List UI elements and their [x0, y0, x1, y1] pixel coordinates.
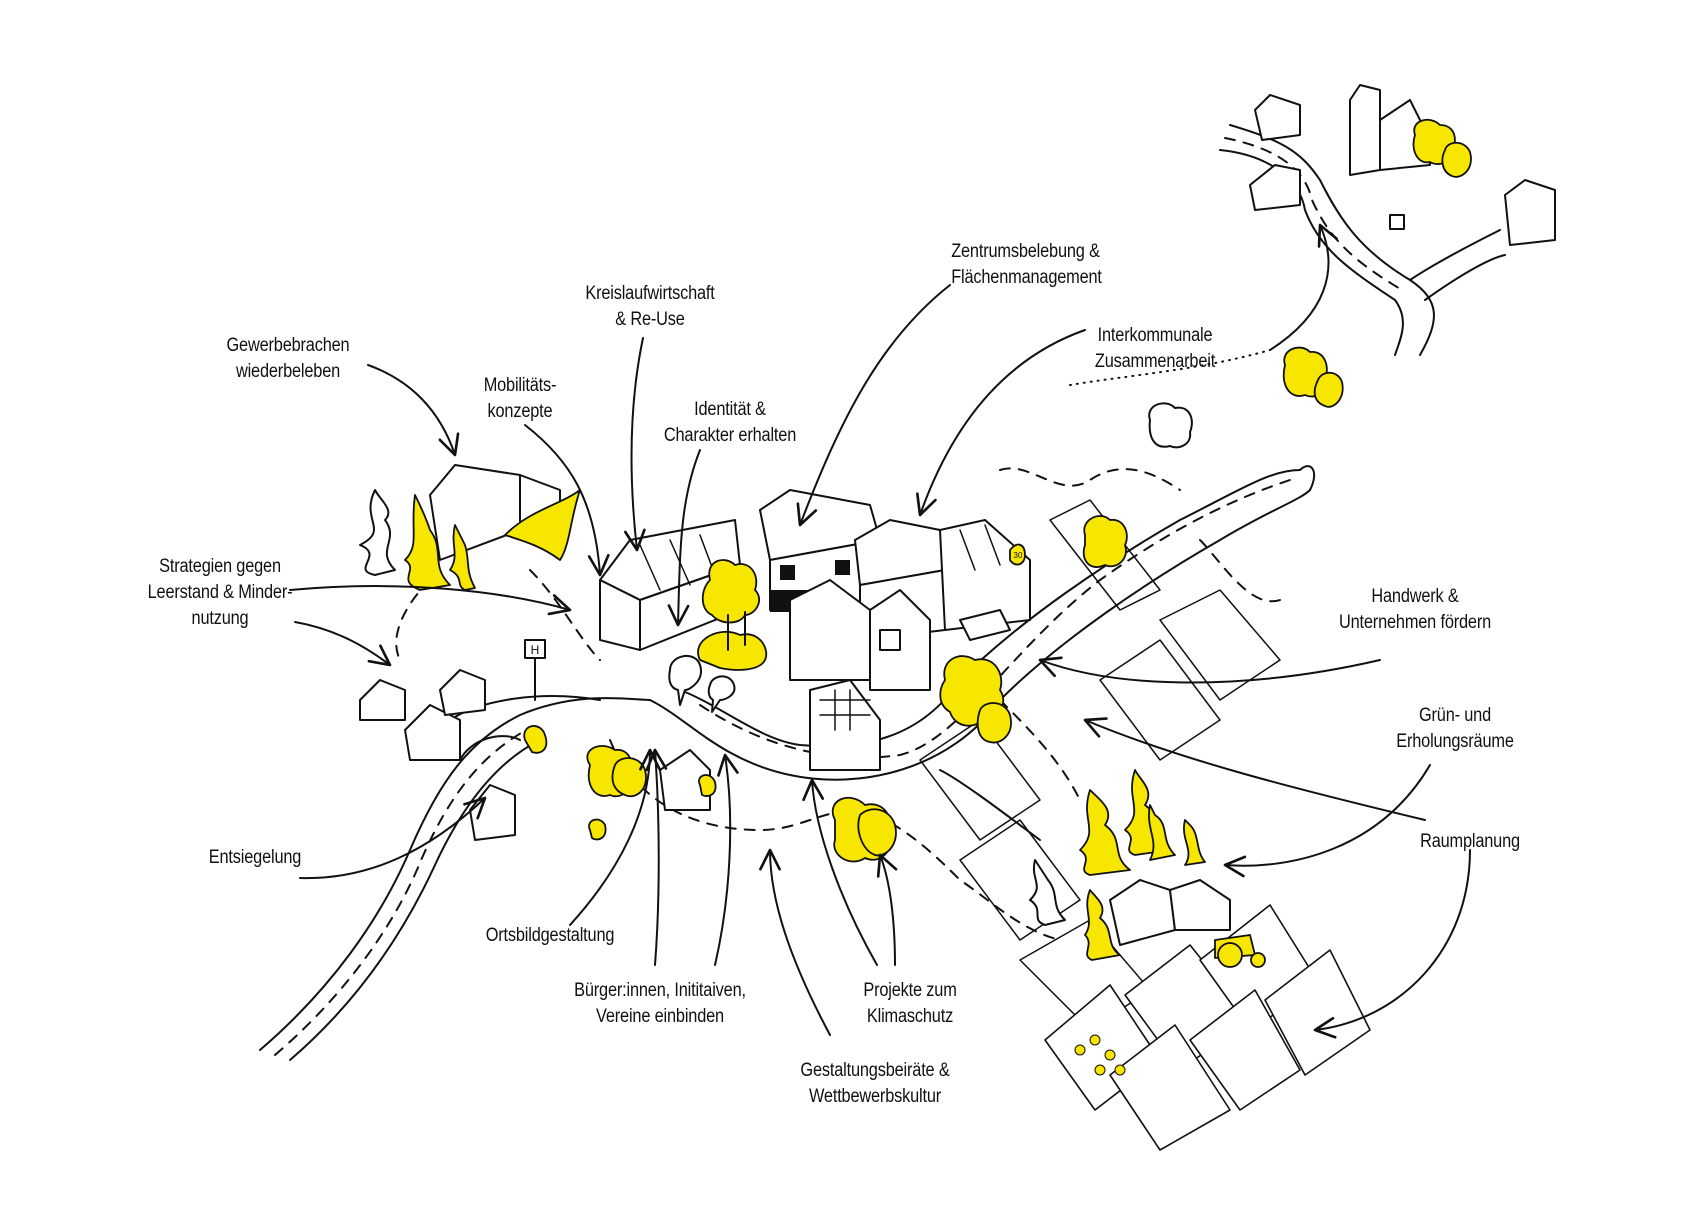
bus-stop-sign: H — [524, 639, 546, 701]
arrow-mobilitaet — [524, 424, 610, 577]
bus-stop-letter: H — [531, 643, 540, 657]
yellow-trees — [523, 515, 1128, 863]
bus-stop-icon — [1389, 214, 1405, 230]
label-identitaet: Identität & Charakter erhalten — [657, 397, 803, 449]
label-line: Erholungsräume — [1396, 731, 1514, 752]
arrow-raumplanung-2 — [1313, 849, 1471, 1039]
tractor-icon — [1214, 934, 1266, 968]
arrow-zentrum — [796, 284, 951, 527]
label-line: Flächenmanagement — [951, 267, 1102, 288]
label-gewerbebrachen: Gewerbebrachen wiederbeleben — [215, 333, 361, 385]
arrow-raumplanung-1 — [1083, 717, 1426, 821]
arrow-leerstand-1 — [289, 585, 572, 616]
arrow-kreislauf — [623, 337, 646, 552]
label-entsiegelung: Entsiegelung — [203, 845, 306, 871]
label-line: Mobilitäts- — [483, 375, 557, 396]
label-leerstand: Strategien gegen Leerstand & Minder- nut… — [147, 554, 293, 632]
label-line: Bürger:innen, Inititaiven, — [574, 980, 746, 1001]
label-gruen: Grün- und Erholungsräume — [1386, 703, 1524, 755]
arrow-klimaschutz-2 — [876, 853, 898, 966]
speech-bubble-icon — [707, 675, 736, 713]
arrow-buerger-2 — [714, 753, 739, 966]
label-line: Raumplanung — [1420, 831, 1520, 852]
label-line: Ortsbildgestaltung — [485, 925, 615, 946]
label-line: Handwerk & — [1371, 586, 1459, 607]
arrow-gewerbebrachen — [367, 364, 460, 457]
commercial-building — [429, 464, 581, 561]
label-line: Unternehmen fördern — [1338, 612, 1492, 633]
arrow-gestaltung — [759, 848, 831, 1036]
upper-road — [1219, 124, 1506, 356]
label-line: Interkommunale — [1097, 325, 1213, 346]
arrow-entsiegelung — [299, 796, 487, 880]
label-line: Gewerbebrachen — [226, 335, 350, 356]
label-line: Zusammenarbeit — [1094, 351, 1216, 372]
label-line: Zentrumsbelebung & — [951, 241, 1100, 262]
label-gestaltung: Gestaltungsbeiräte & Wettbewerbskultur — [793, 1058, 956, 1110]
label-line: Strategien gegen — [159, 556, 281, 577]
label-ortsbild: Ortsbildgestaltung — [477, 923, 623, 949]
speed-limit-sign — [1009, 543, 1026, 566]
label-line: Charakter erhalten — [663, 425, 797, 446]
arrow-interkommunal-dotted — [1069, 349, 1271, 386]
label-interkommunal: Interkommunale Zusammenarbeit — [1086, 323, 1224, 375]
label-line: nutzung — [191, 608, 249, 629]
speech-bubble-icon — [668, 655, 702, 706]
label-line: konzepte — [487, 401, 553, 422]
arrow-leerstand-2 — [294, 621, 392, 667]
arrow-handwerk — [1038, 656, 1381, 684]
label-buerger: Bürger:innen, Inititaiven, Vereine einbi… — [561, 978, 759, 1030]
village-center — [599, 489, 1031, 771]
label-line: & Re-Use — [615, 309, 685, 330]
label-line: Klimaschutz — [866, 1006, 954, 1027]
label-line: Leerstand & Minder- — [147, 582, 293, 603]
arrow-klimaschutz-1 — [802, 778, 878, 966]
farm-fields — [1044, 904, 1371, 1151]
solar-panel-icon — [809, 679, 881, 771]
fir-trees-left — [359, 489, 476, 591]
arrow-zentrum-2 — [916, 329, 1086, 517]
arrow-ortsbild — [569, 748, 661, 926]
arrow-identitaet — [667, 449, 701, 627]
upper-right-village — [1249, 84, 1556, 246]
speed-limit-text: 30 — [1014, 551, 1023, 560]
label-line: Projekte zum — [863, 980, 957, 1001]
label-line: Wettbewerbskultur — [808, 1086, 942, 1107]
label-kreislauf: Kreislaufwirtschaft & Re-Use — [581, 281, 719, 333]
fir-trees-right — [1029, 769, 1206, 961]
label-klimaschutz: Projekte zum Klimaschutz — [854, 978, 966, 1030]
arrow-interkommunal — [1269, 223, 1338, 351]
label-zentrum: Zentrumsbelebung & Flächenmanagement — [951, 239, 1102, 291]
label-line: wiederbeleben — [235, 361, 341, 382]
arrows — [289, 223, 1471, 1039]
label-line: Grün- und — [1418, 705, 1492, 726]
house-cluster-left — [359, 669, 711, 841]
label-line: Gestaltungsbeiräte & — [800, 1060, 950, 1081]
speed-sign: 30 — [1014, 551, 1023, 560]
sun-sail-icon — [504, 489, 581, 561]
tree-icon — [701, 559, 760, 624]
label-line: Entsiegelung — [208, 847, 302, 868]
label-line: Vereine einbinden — [596, 1006, 724, 1027]
label-raumplanung: Raumplanung — [1410, 829, 1530, 855]
label-handwerk: Handwerk & Unternehmen fördern — [1333, 584, 1496, 636]
church-icon — [1349, 84, 1381, 176]
label-mobilitaet: Mobilitäts- konzepte — [477, 373, 563, 425]
farmhouse — [1109, 879, 1231, 946]
arrow-gruen — [1223, 764, 1431, 878]
label-line: Kreislaufwirtschaft — [585, 283, 715, 304]
label-line: Identität & — [694, 399, 766, 420]
forest-right — [1148, 346, 1344, 449]
plaza — [668, 559, 768, 713]
arrow-buerger-1 — [645, 748, 668, 966]
